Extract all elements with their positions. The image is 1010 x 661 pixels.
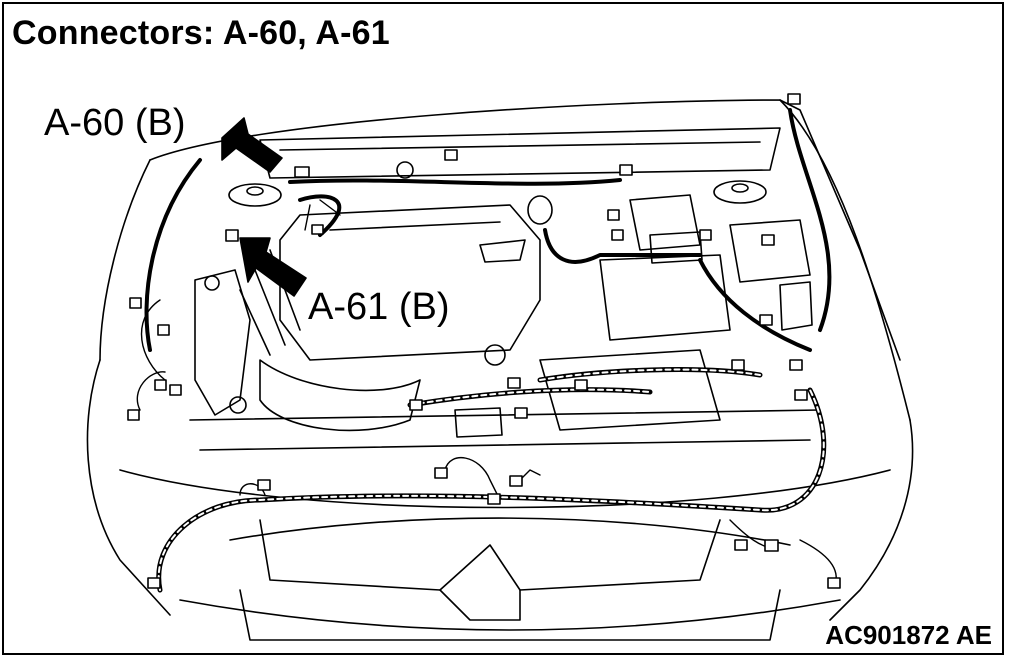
bumper-grille: [229, 517, 791, 641]
bumper-harness-dashes: [157, 368, 825, 591]
figure-id: AC901872 AE: [825, 620, 992, 650]
callout-label-a60: A-60 (B): [44, 102, 186, 144]
connector-blocks: [127, 93, 841, 589]
washer-reservoir: [194, 269, 251, 416]
strut-towers: [228, 161, 767, 207]
connector-a60-shape: [294, 166, 310, 178]
wiring-harness: [144, 108, 832, 352]
connector-a61-shape: [225, 229, 239, 242]
page-title: Connectors: A-60, A-61: [12, 14, 390, 52]
hood-outline: [99, 99, 911, 421]
body-outline: [86, 359, 914, 631]
callout-label-a61: A-61 (B): [308, 286, 450, 328]
callout-arrows: [221, 117, 307, 297]
arrow-a60-icon: [221, 117, 283, 173]
arrow-a61-icon: [239, 237, 307, 297]
radiator-support: [454, 344, 721, 438]
